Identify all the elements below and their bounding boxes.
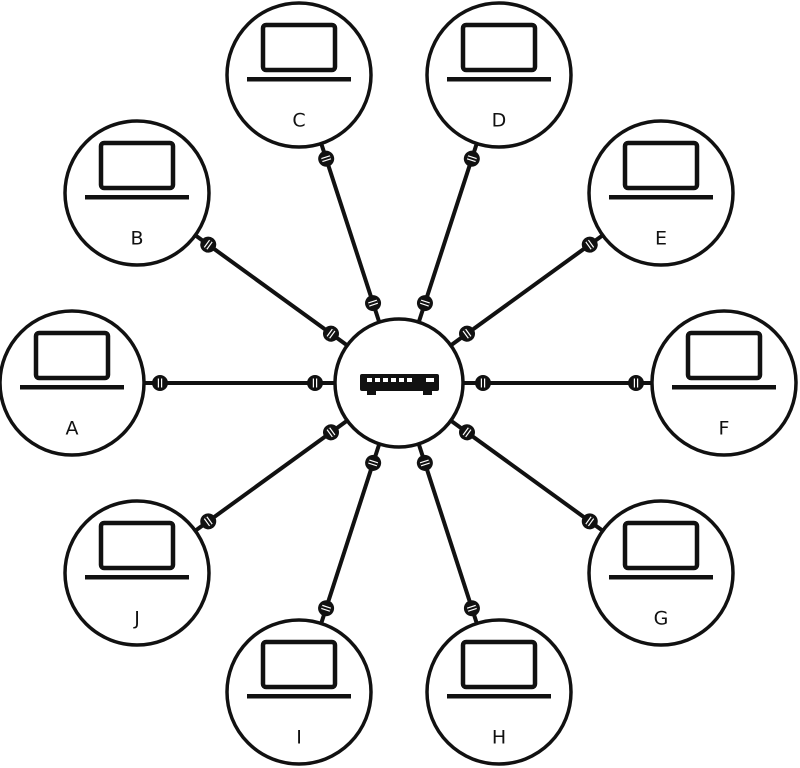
hub-port-connector-a: [307, 375, 323, 391]
link-d: [416, 142, 480, 323]
hub-layer: [333, 317, 465, 449]
node-e[interactable]: E: [587, 119, 735, 267]
link-c: [318, 142, 382, 323]
link-h: [416, 443, 480, 625]
node-port-connector-f: [628, 375, 644, 391]
node-port-connector-i: [318, 600, 335, 617]
node-label: H: [492, 727, 506, 749]
node-label: A: [66, 418, 79, 440]
node-port-connector-j: [200, 513, 217, 530]
network-switch-icon: [360, 374, 439, 395]
laptop-icon: [609, 140, 713, 200]
laptop-icon: [672, 330, 776, 390]
link-j: [194, 418, 349, 533]
laptop-icon: [609, 520, 713, 580]
node-port-connector-c: [318, 150, 335, 167]
link-e: [449, 233, 604, 348]
node-port-connector-a: [152, 375, 168, 391]
node-label: J: [133, 608, 140, 630]
hub-port-connector-b: [322, 325, 339, 342]
node-label: D: [492, 110, 507, 132]
node-j[interactable]: J: [63, 499, 211, 647]
node-port-connector-h: [463, 600, 480, 617]
node-label: E: [655, 228, 667, 250]
laptop-icon: [85, 140, 189, 200]
link-g: [449, 418, 604, 533]
node-g[interactable]: G: [587, 499, 735, 647]
hub-port-connector-d: [416, 295, 433, 312]
node-label: C: [292, 110, 305, 132]
laptop-icon: [247, 22, 351, 82]
node-h[interactable]: H: [425, 618, 573, 766]
hub-node[interactable]: [333, 317, 465, 449]
node-label: I: [296, 727, 302, 749]
links-layer: [144, 142, 652, 625]
hub-port-connector-g: [459, 424, 476, 441]
laptop-icon: [247, 639, 351, 699]
laptop-icon: [20, 330, 124, 390]
node-port-connector-e: [581, 236, 598, 253]
node-d[interactable]: D: [425, 1, 573, 149]
hub-port-connector-c: [365, 295, 382, 312]
node-label: F: [719, 418, 730, 440]
node-a[interactable]: A: [0, 309, 146, 457]
node-f[interactable]: F: [650, 309, 798, 457]
hub-port-connector-i: [365, 454, 382, 471]
hub-port-connector-h: [416, 454, 433, 471]
node-b[interactable]: B: [63, 119, 211, 267]
link-a: [144, 375, 335, 391]
hub-port-connector-j: [322, 424, 339, 441]
node-c[interactable]: C: [225, 1, 373, 149]
laptop-icon: [447, 639, 551, 699]
node-i[interactable]: I: [225, 618, 373, 766]
node-label: G: [654, 608, 669, 630]
link-b: [194, 233, 349, 348]
node-port-connector-g: [581, 513, 598, 530]
link-i: [318, 443, 382, 625]
node-label: B: [130, 228, 143, 250]
hub-port-connector-f: [475, 375, 491, 391]
laptop-icon: [85, 520, 189, 580]
laptop-icon: [447, 22, 551, 82]
hub-port-connector-e: [459, 325, 476, 342]
node-port-connector-d: [463, 150, 480, 167]
link-f: [463, 375, 652, 391]
node-port-connector-b: [200, 236, 217, 253]
